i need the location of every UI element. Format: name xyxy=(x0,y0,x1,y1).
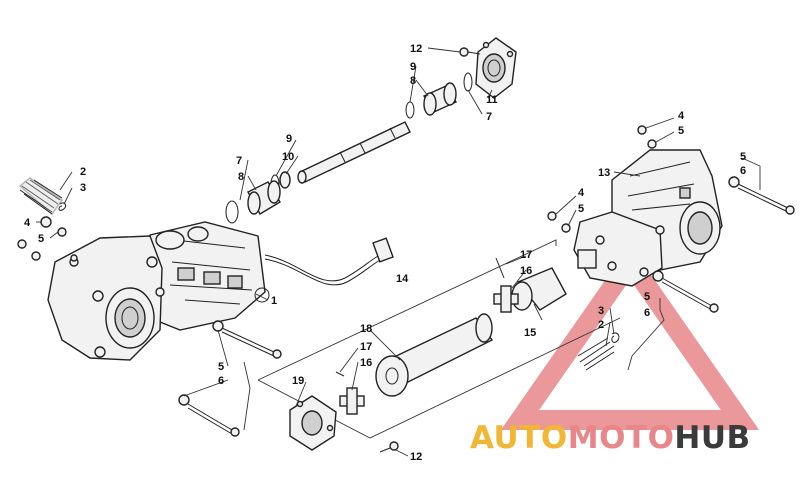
callout-16: 16 xyxy=(360,357,372,369)
callout-11: 11 xyxy=(486,94,498,106)
callout-15: 15 xyxy=(524,327,536,339)
callout-4: 4 xyxy=(578,187,585,199)
flange-19 xyxy=(289,395,337,451)
oring-7-right xyxy=(463,72,473,92)
callout-12: 12 xyxy=(410,43,422,55)
callout-5: 5 xyxy=(740,151,746,163)
snap-ring-17-top xyxy=(495,257,505,279)
driveshaft-tube-18 xyxy=(375,313,494,397)
callout-17: 17 xyxy=(520,249,532,261)
long-bolt-right-top xyxy=(728,176,795,215)
callout-3: 3 xyxy=(598,305,604,317)
callout-5: 5 xyxy=(678,125,684,137)
clip-right xyxy=(611,332,620,343)
callout-9: 9 xyxy=(286,133,292,145)
leader-lines xyxy=(36,47,761,457)
clip-left xyxy=(58,202,67,211)
u-joint-cross-16-top xyxy=(493,285,519,313)
callout-8: 8 xyxy=(410,75,416,87)
watermark-logo: AUTOMOTOHUB xyxy=(470,420,751,456)
seal-8-right xyxy=(422,82,458,116)
callout-8: 8 xyxy=(238,171,244,183)
seal-8-left xyxy=(247,180,281,215)
input-shaft xyxy=(297,121,411,184)
callout-7: 7 xyxy=(486,111,492,123)
callout-3: 3 xyxy=(80,182,86,194)
callout-9: 9 xyxy=(410,61,416,73)
callout-18: 18 xyxy=(360,323,372,335)
callout-5: 5 xyxy=(218,361,224,373)
watermark-triangle xyxy=(500,244,760,430)
callout-6: 6 xyxy=(644,307,650,319)
long-bolt-right-bottom xyxy=(652,270,719,313)
callout-1: 1 xyxy=(271,295,277,307)
oring-9-right xyxy=(405,101,415,119)
long-bolts-left xyxy=(178,320,282,437)
bolt-12-bottom xyxy=(379,441,399,453)
callout-10: 10 xyxy=(282,151,294,163)
svg-text:AUTOMOTOHUB: AUTOMOTOHUB xyxy=(470,420,751,456)
watermark-auto: AUTO xyxy=(470,420,568,456)
callout-4: 4 xyxy=(678,110,685,122)
callout-2: 2 xyxy=(80,166,86,178)
u-joint-cross-16-bottom xyxy=(339,387,365,415)
callout-16: 16 xyxy=(520,265,532,277)
gearcase-housing xyxy=(47,221,394,361)
callout-5: 5 xyxy=(644,291,650,303)
callout-19: 19 xyxy=(292,375,304,387)
watermark-hub: HUB xyxy=(674,420,750,456)
callout-7: 7 xyxy=(236,155,242,167)
callout-2: 2 xyxy=(598,319,604,331)
spring-right xyxy=(577,337,615,371)
bearing-retainer-11 xyxy=(475,37,517,99)
callout-14: 14 xyxy=(396,273,409,285)
rear-gearcase-13 xyxy=(573,149,723,287)
callout-12: 12 xyxy=(410,451,422,463)
oring-7-left xyxy=(225,200,239,224)
callout-6: 6 xyxy=(740,165,746,177)
watermark-moto: MOTO xyxy=(568,420,675,456)
callout-13: 13 xyxy=(598,167,610,179)
callout-6: 6 xyxy=(218,375,224,387)
callout-5: 5 xyxy=(578,203,584,215)
assembly-bracket-14 xyxy=(257,239,621,439)
callout-17: 17 xyxy=(360,341,372,353)
snap-ring-17-bottom xyxy=(335,371,345,377)
callout-4: 4 xyxy=(24,217,31,229)
callout-labels: 1 2 3 4 5 5 6 7 8 9 10 12 9 8 11 7 4 5 1… xyxy=(24,43,746,463)
spacer-10 xyxy=(279,171,291,189)
callout-5: 5 xyxy=(38,233,44,245)
spring-left xyxy=(18,177,63,216)
bolt-12-top xyxy=(459,47,481,57)
